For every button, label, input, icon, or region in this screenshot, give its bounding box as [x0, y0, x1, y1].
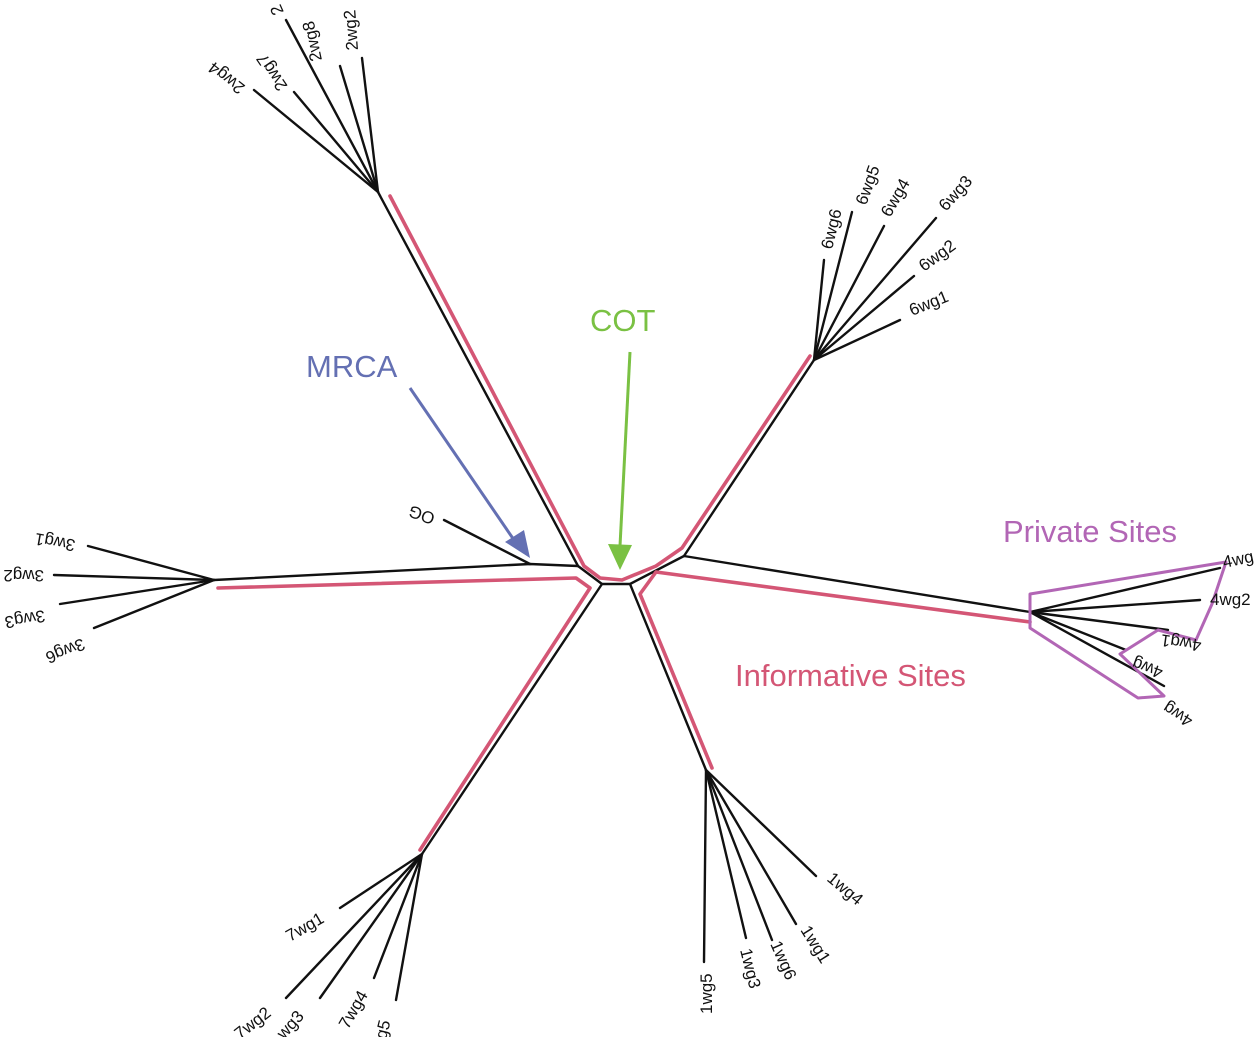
leaf-branch	[252, 88, 380, 194]
leaf-label: 3wg1	[33, 529, 76, 555]
leaf-branch	[394, 852, 424, 1002]
leaf-branch	[318, 852, 424, 1000]
leaf-branch	[704, 768, 748, 940]
mrca-label: MRCA	[306, 349, 398, 384]
leaf-branch	[292, 90, 380, 194]
leaf-label: 2wg8	[299, 19, 326, 63]
mrca-arrow-shaft	[408, 387, 516, 541]
mrca-arrow	[408, 387, 530, 558]
leaf-branch	[284, 852, 424, 1000]
leaf-label: 2wg2	[340, 9, 362, 51]
leaf-label: 1wg5	[697, 973, 716, 1014]
private-sites-hull	[1028, 560, 1228, 700]
branch-clade-1	[628, 582, 708, 772]
leaf-label: 6wg2	[915, 236, 959, 275]
informative-sites-path	[216, 194, 1032, 852]
leaf-branch	[1028, 566, 1222, 614]
leaf-label: wg3	[272, 1007, 308, 1037]
leaf-branch	[284, 18, 380, 194]
cot-arrow-shaft	[618, 351, 632, 547]
leaf-branch	[86, 544, 216, 582]
leaf-branch	[704, 768, 798, 926]
branch-clade-2	[376, 190, 580, 568]
leaf-label-outgroup: OG	[406, 501, 437, 528]
leaf-label: 6wg3	[935, 172, 976, 215]
leaf-label: 6wg1	[906, 287, 951, 320]
branch-outgroup	[442, 518, 532, 566]
leaf-label: 2wg7	[253, 50, 291, 94]
leaf-label: 1wg4	[823, 869, 866, 910]
leaf-label: 1wg1	[797, 922, 835, 967]
leaf-branch	[812, 224, 886, 362]
leaf-branch	[338, 64, 380, 194]
leaf-branch	[1028, 610, 1128, 652]
leaf-label: 3wg3	[3, 606, 46, 632]
leaf-label: g5	[371, 1018, 394, 1037]
leaf-branch	[52, 573, 216, 582]
leaf-branch	[812, 318, 902, 362]
cot-arrow-head	[608, 544, 632, 570]
leaf-label: 1wg3	[736, 946, 764, 990]
private-sites-label: Private Sites	[1003, 514, 1177, 549]
leaf-label: 6wg4	[877, 175, 914, 220]
leaf-branch	[1028, 598, 1202, 614]
leaf-branch	[812, 274, 916, 362]
leaf-branch	[702, 768, 708, 964]
leaf-branch	[1028, 610, 1170, 632]
leaf-label: 6wg5	[852, 163, 884, 208]
informative-path-top	[388, 194, 812, 582]
tree-branches	[52, 18, 1222, 1002]
leaf-label: 4wg	[1221, 547, 1255, 572]
leaf-branch	[704, 768, 818, 878]
branch-clade-4	[682, 554, 1032, 614]
leaf-branch	[812, 216, 938, 362]
leaf-label: 4wg2	[1210, 590, 1251, 609]
branch-clade-6	[682, 358, 816, 558]
leaf-label: 4wg1	[1160, 630, 1203, 654]
leaf-label: 1wg6	[766, 938, 800, 983]
cot-label: COT	[590, 303, 656, 338]
branch-clade-3	[212, 562, 580, 582]
informative-path-right	[638, 570, 1032, 770]
leaf-label: 4wg	[1160, 698, 1197, 731]
leaf-branch	[58, 578, 216, 606]
leaf-branch	[360, 56, 380, 194]
center-connector	[576, 554, 686, 586]
leaf-branch	[704, 768, 774, 942]
leaf-label: 7wg4	[335, 987, 372, 1032]
leaf-label: 4wg	[1130, 654, 1166, 683]
informative-path-left	[216, 576, 592, 852]
leaf-label: 6wg6	[817, 207, 845, 251]
leaf-branch	[92, 578, 216, 630]
leaf-label: 3wg2	[3, 566, 44, 585]
mrca-arrow-head	[505, 530, 530, 558]
leaf-label: 7wg1	[283, 909, 328, 946]
leaf-label: 2	[266, 2, 287, 18]
leaf-label: 3wg6	[43, 634, 88, 667]
leaf-branch	[812, 258, 826, 362]
branch-clade-7	[420, 582, 604, 856]
leaf-label: 7wg2	[231, 1003, 275, 1037]
leaf-branch	[372, 852, 424, 980]
cot-arrow	[608, 351, 632, 570]
leaf-label: 2wg4	[205, 58, 249, 98]
informative-sites-label: Informative Sites	[735, 658, 966, 693]
leaf-branch	[338, 852, 424, 910]
leaf-branch	[812, 210, 854, 362]
